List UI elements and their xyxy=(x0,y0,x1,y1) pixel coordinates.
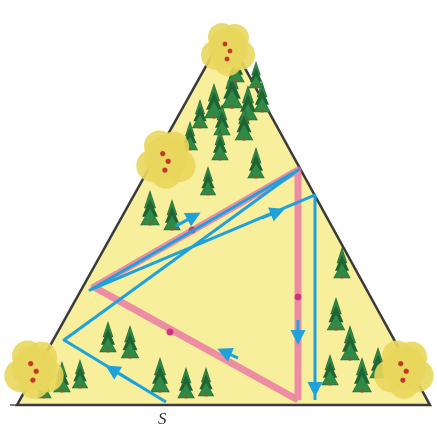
tree-icon xyxy=(150,357,170,393)
tree-icon xyxy=(199,166,217,196)
tree-icon xyxy=(191,99,209,129)
forest-top xyxy=(191,51,271,141)
tree-icon xyxy=(197,367,215,397)
tree-icon xyxy=(321,354,339,386)
bush-icon xyxy=(374,340,434,399)
tree-icon xyxy=(204,83,224,119)
tree-icon xyxy=(253,81,271,113)
tree-icon xyxy=(352,357,372,393)
bush-bottom-right xyxy=(374,340,434,399)
tree-icon xyxy=(177,367,195,399)
tree-icon xyxy=(213,104,231,136)
bush-bottom-left xyxy=(4,340,64,399)
start-label: S xyxy=(158,409,167,428)
arrow-up-right xyxy=(175,212,201,228)
tree-icon xyxy=(120,325,140,359)
tree-icon xyxy=(140,190,160,226)
tree-icon xyxy=(99,321,117,353)
tree-icon xyxy=(248,61,264,89)
triangle-field xyxy=(14,29,433,407)
tree-icon xyxy=(340,325,360,361)
arrow-up-left xyxy=(105,365,137,386)
tree-icon xyxy=(71,359,89,389)
arrow-down-left xyxy=(217,348,239,362)
tree-icon xyxy=(163,199,181,231)
forest-bottom xyxy=(36,321,215,399)
bush-icon xyxy=(201,23,255,76)
bush-top xyxy=(201,23,255,76)
bush-icon xyxy=(4,340,64,399)
tree-icon xyxy=(211,129,229,161)
forest-left-mid xyxy=(140,121,265,231)
tree-icon xyxy=(247,147,265,179)
bush-icon xyxy=(136,130,196,189)
blue-route xyxy=(62,168,317,404)
tree-icon xyxy=(234,107,254,141)
arrow-mid-right xyxy=(261,207,285,222)
tree-icon xyxy=(333,247,351,279)
tree-icon xyxy=(326,297,346,331)
bush-left-mid xyxy=(136,130,196,189)
